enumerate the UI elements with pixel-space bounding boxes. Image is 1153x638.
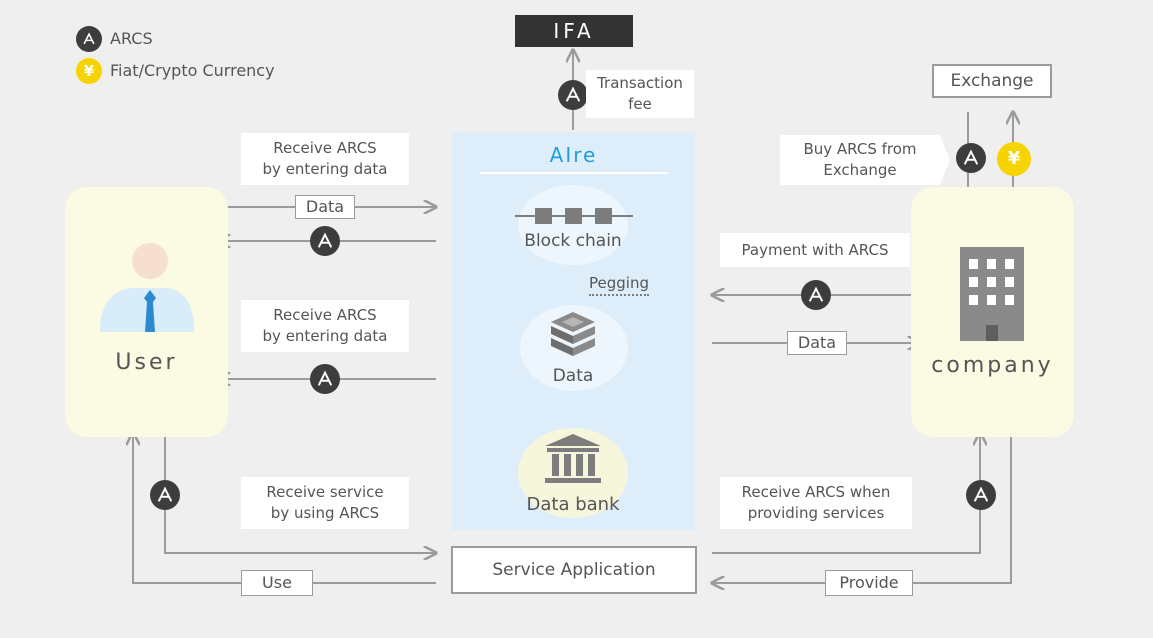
aire-title-underline bbox=[480, 172, 668, 174]
use-tag: Use bbox=[241, 570, 313, 596]
blockchain-label: Block chain bbox=[524, 231, 622, 251]
data-label: Data bbox=[552, 366, 594, 386]
payment-arcs-label: Payment with ARCS bbox=[720, 233, 910, 267]
user-service-arcs-icon bbox=[150, 480, 180, 510]
buy-arrow-tip bbox=[940, 135, 950, 185]
blockchain-node bbox=[518, 185, 628, 265]
aire-title: AIre bbox=[549, 143, 598, 167]
databank-label: Data bank bbox=[526, 494, 620, 515]
blockchain-icon bbox=[515, 208, 633, 224]
company-label: company bbox=[931, 353, 1054, 378]
receive-arcs-label-2: Receive ARCS by entering data bbox=[241, 300, 409, 352]
database-icon bbox=[551, 312, 595, 356]
receive-arcs-label-1: Receive ARCS by entering data bbox=[241, 133, 409, 185]
company-service-arcs-icon bbox=[966, 480, 996, 510]
buy-arcs-label: Buy ARCS from Exchange bbox=[780, 135, 940, 185]
data-tag-right: Data bbox=[787, 331, 847, 355]
user-label: User bbox=[115, 350, 178, 375]
user-avatar-icon bbox=[100, 243, 194, 332]
company-payment-arcs-icon bbox=[801, 280, 831, 310]
receive-arcs-providing-label: Receive ARCS when providing services bbox=[720, 477, 912, 529]
user-arcs-icon-2 bbox=[310, 364, 340, 394]
exchange-arcs-icon bbox=[956, 143, 986, 173]
ifa-box: IFA bbox=[515, 15, 633, 47]
provide-tag: Provide bbox=[825, 570, 913, 596]
pegging-label: Pegging bbox=[589, 274, 649, 296]
receive-service-label: Receive service by using ARCS bbox=[241, 477, 409, 529]
exchange-yen-icon: ¥ bbox=[997, 142, 1031, 176]
data-tag-left: Data bbox=[295, 195, 355, 219]
legend-fiat-icon: ¥ bbox=[76, 58, 102, 84]
transaction-fee-label: Transaction fee bbox=[586, 70, 694, 118]
building-icon bbox=[960, 247, 1024, 341]
bank-icon bbox=[545, 434, 601, 483]
fee-arcs-icon bbox=[558, 80, 588, 110]
user-arcs-icon-1 bbox=[310, 226, 340, 256]
legend-fiat-label: Fiat/Crypto Currency bbox=[110, 61, 275, 80]
exchange-box: Exchange bbox=[932, 64, 1052, 98]
service-application-box: Service Application bbox=[451, 546, 697, 594]
legend-arcs-icon bbox=[76, 26, 102, 52]
legend-arcs-label: ARCS bbox=[110, 29, 153, 48]
